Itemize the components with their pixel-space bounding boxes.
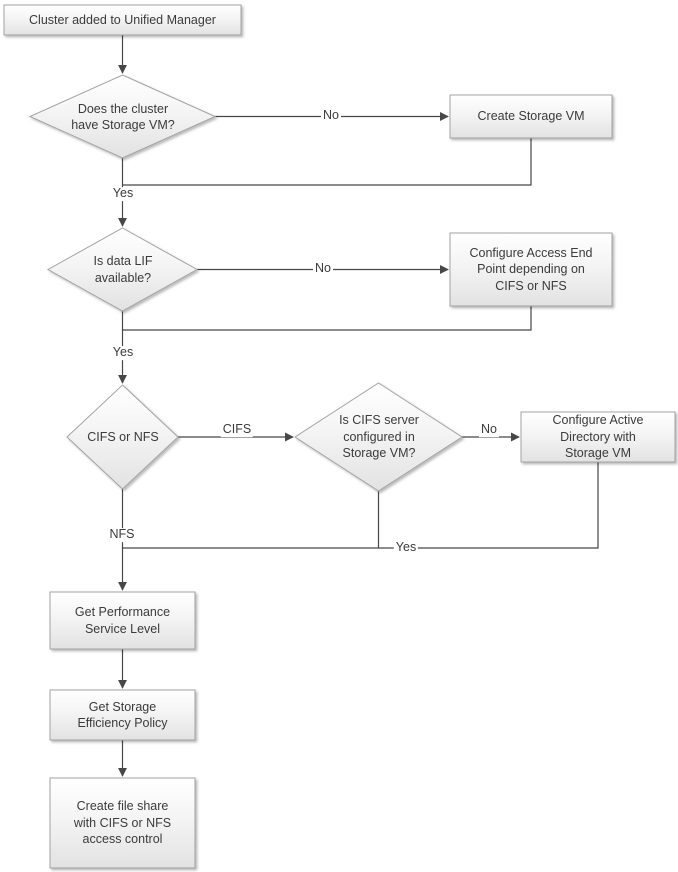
node-start-shape [3,4,242,36]
node-cifs-or-nfs-shape [66,384,179,490]
node-configure-access-label: Configure Access End Point depending on … [469,245,593,293]
node-data-lif-shape [46,227,199,312]
node-start-label: Cluster added to Unified Manager [29,12,216,27]
node-cifs-or-nfs-label: CIFS or NFS [87,429,159,444]
node-efficiency-policy-shape [49,689,196,741]
connector-create-storage-vm-merge [122,138,532,186]
shape-layer [3,4,676,869]
node-file-share-label: Create file share with CIFS or NFS acces… [73,799,172,847]
node-efficiency-policy-label: Get Storage Efficiency Policy [77,699,168,731]
node-file-share-shape [49,777,196,869]
connector-configure-access-merge [122,306,532,331]
edge-label-protocol-cifs: CIFS [220,422,254,437]
edge-label-storage-vm-yes: Yes [110,186,136,201]
node-performance-level-shape [49,591,196,650]
node-create-storage-vm-label: Create Storage VM [477,109,585,124]
node-data-lif-label: Is data LIF available? [93,254,153,285]
node-configure-ad-shape [520,411,676,463]
node-has-storage-vm-shape [28,74,217,159]
node-cifs-server-shape [294,382,463,492]
node-cifs-server-label: Is CIFS server configured in Storage VM? [339,413,419,461]
edge-label-cifs-server-no: No [479,422,499,437]
node-configure-ad-label: Configure Active Directory with Storage … [552,413,644,461]
node-configure-access-shape [449,232,613,307]
node-performance-level-label: Get Performance Service Level [74,605,171,636]
edge-label-protocol-nfs: NFS [107,527,137,542]
edge-label-cifs-server-yes: Yes [393,540,419,555]
node-has-storage-vm-label: Does the cluster have Storage VM? [71,101,175,133]
edge-label-data-lif-yes: Yes [110,345,136,360]
connector-configure-ad-merge [122,462,599,549]
node-create-storage-vm-shape [449,94,613,139]
edge-label-storage-vm-no: No [321,108,341,123]
edge-label-data-lif-no: No [313,261,333,276]
